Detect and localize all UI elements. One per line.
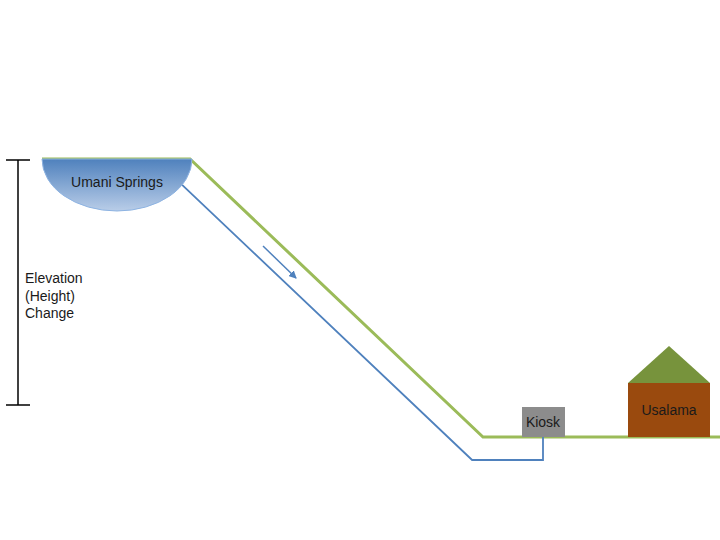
house-roof [628,346,710,383]
bracket-tick [6,159,30,161]
bracket-tick [6,404,30,406]
node-label: Kiosk [526,414,560,431]
water-pipe [182,185,543,460]
node-label: Umani Springs [71,174,163,191]
flow-arrow [263,246,296,278]
house-body: Usalama [628,383,710,437]
dimension-label: Elevation (Height) Change [25,270,97,323]
kiosk-box: Kiosk [522,407,565,437]
ground-line [42,159,720,437]
node-label: Usalama [641,402,696,419]
spring-basin: Umani Springs [42,159,192,211]
elevation-bracket [17,160,19,405]
